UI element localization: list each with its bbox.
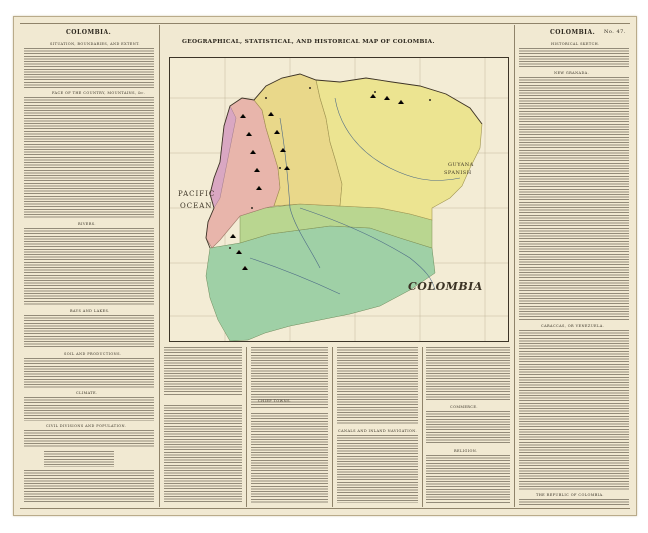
left-section-rivers: RIVERS. <box>78 222 96 226</box>
left-text-block <box>24 397 154 421</box>
bottom-col-rule <box>332 347 333 507</box>
left-text-block <box>24 430 154 448</box>
left-section-bays: BAYS AND LAKES. <box>70 309 110 313</box>
left-text-block <box>24 48 154 88</box>
bottom-text-block <box>337 435 418 503</box>
left-section-soil: SOIL AND PRODUCTIONS. <box>64 352 122 356</box>
ocean-label: OCEAN <box>180 202 212 210</box>
bottom-text-block <box>426 347 510 401</box>
region-east-venezuela <box>315 77 483 221</box>
left-section-climate: CLIMATE. <box>76 391 98 395</box>
bottom-col-rule <box>246 347 247 507</box>
rivers <box>249 97 461 295</box>
right-text-block <box>519 499 629 507</box>
right-section-caraccas: CARACCAS, OR VENEZUELA. <box>541 324 605 328</box>
right-text-block <box>519 48 629 68</box>
right-section-history: HISTORICAL SKETCH. <box>551 42 600 46</box>
left-text-block <box>24 228 154 306</box>
right-text-block <box>519 330 629 490</box>
guiana-label: SPANISH <box>444 170 472 176</box>
top-border-rule <box>20 23 630 24</box>
bottom-section-canals: CANALS AND INLAND NAVIGATION. <box>338 429 418 433</box>
mountain-ranges <box>229 93 405 271</box>
right-section-republic: THE REPUBLIC OF COLOMBIA. <box>536 493 604 497</box>
bottom-border-rule <box>20 508 630 509</box>
left-text-block <box>24 97 154 219</box>
right-column-rule <box>514 25 515 507</box>
ocean-label: PACIFIC <box>178 190 215 198</box>
town-dots <box>229 87 431 249</box>
bottom-text-block <box>251 347 328 409</box>
map-svg: PACIFIC OCEAN GUYANA SPANISH COLOMBIA <box>170 58 508 341</box>
guiana-label: GUYANA <box>448 162 474 168</box>
left-text-block <box>24 470 154 504</box>
bottom-col-rule <box>422 347 423 507</box>
left-population-table <box>44 451 114 467</box>
right-text-block <box>519 77 629 321</box>
left-section-civil: CIVIL DIVISIONS AND POPULATION. <box>46 424 127 428</box>
map-title: GEOGRAPHICAL, STATISTICAL, AND HISTORICA… <box>182 39 435 45</box>
bottom-text-block <box>426 411 510 445</box>
region-south-quito <box>205 225 436 341</box>
bottom-text-block <box>164 347 242 395</box>
bottom-text-block <box>337 347 418 425</box>
left-section-face: FACE OF THE COUNTRY, MOUNTAINS, &c. <box>52 91 146 95</box>
right-section-new-granada: NEW GRANADA. <box>554 71 590 75</box>
bottom-text-block <box>251 413 328 503</box>
left-text-block <box>24 358 154 388</box>
left-section-situation: SITUATION, BOUNDARIES, AND EXTENT. <box>50 42 140 46</box>
map-number: No. 47. <box>604 29 626 35</box>
left-text-block <box>24 315 154 349</box>
bottom-text-block <box>426 455 510 503</box>
bottom-text-block <box>164 405 242 503</box>
map-frame: PACIFIC OCEAN GUYANA SPANISH COLOMBIA <box>169 57 509 342</box>
bottom-section-religion: RELIGION. <box>454 449 478 453</box>
left-column-title: COLOMBIA. <box>66 29 112 36</box>
map-sheet: COLOMBIA. SITUATION, BOUNDARIES, AND EXT… <box>13 16 637 516</box>
map-cartouche: COLOMBIA <box>408 280 483 293</box>
right-column-title: COLOMBIA. <box>550 29 596 36</box>
coastline <box>205 73 483 249</box>
left-column-rule <box>159 25 160 507</box>
bottom-section-commerce: COMMERCE. <box>450 405 478 409</box>
